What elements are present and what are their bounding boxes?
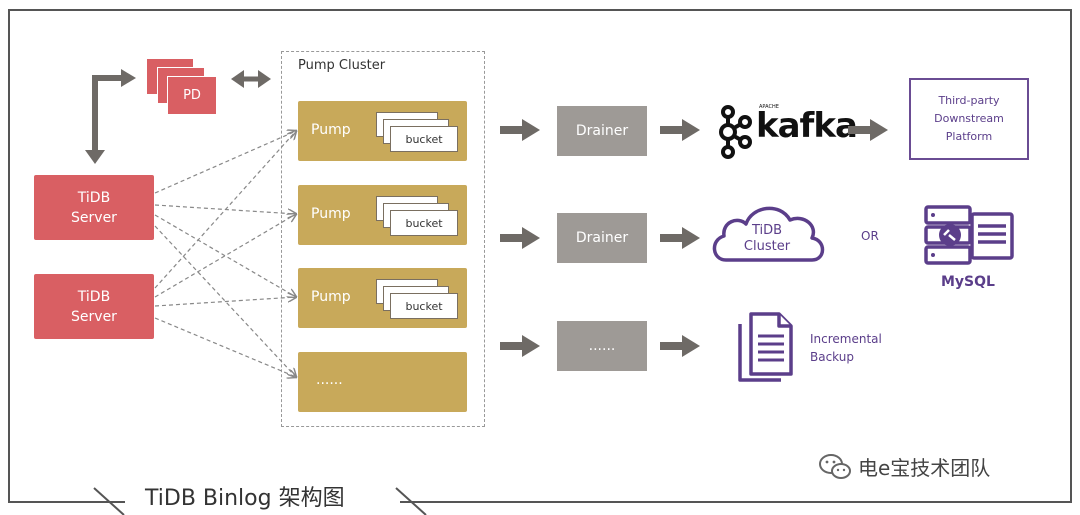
- flow-arrows: [500, 119, 888, 357]
- kafka-label: kafka: [756, 106, 858, 146]
- watermark-text: 电e宝技术团队: [858, 456, 991, 480]
- bucket-label: bucket: [390, 126, 458, 152]
- drainer-1: Drainer: [557, 106, 647, 156]
- tidb-cluster-label: TiDB Cluster: [743, 223, 791, 254]
- caption-notch-left: [93, 487, 125, 515]
- pump-label: Pump: [311, 122, 351, 138]
- drainer-3: ......: [557, 321, 647, 371]
- pump-3: Pump bucket: [298, 268, 467, 328]
- kafka-apache-label: APACHE: [759, 104, 779, 110]
- caption-notch-right: [395, 487, 427, 515]
- third-party-platform: Third-party Downstream Platform: [909, 78, 1029, 160]
- caption-gap: [125, 478, 400, 515]
- cloud-icon: [712, 206, 825, 262]
- arrow-kafka-platform: [848, 119, 888, 141]
- arrow-drainer-kafka: [660, 119, 700, 141]
- pump-ellipsis-label: ......: [316, 372, 343, 388]
- or-label: OR: [861, 229, 879, 243]
- pump-1: Pump bucket: [298, 101, 467, 161]
- mysql-server-icon: [924, 205, 1014, 265]
- pd-pump-arrow: [231, 70, 271, 88]
- wechat-icon: [819, 453, 851, 479]
- arrow-pump-drainer-1: [500, 119, 540, 141]
- pump-2: Pump bucket: [298, 185, 467, 245]
- pump-cluster: [281, 51, 485, 427]
- tidb-server-2: TiDB Server: [34, 274, 154, 339]
- pump-cluster-title: Pump Cluster: [298, 58, 386, 73]
- pd-box: PD: [167, 76, 217, 115]
- pump-label: Pump: [311, 206, 351, 222]
- pd-tidb-arrow: [85, 69, 136, 164]
- arrow-drainer-backup: [660, 335, 700, 357]
- tidb-pump-links: [154, 131, 296, 377]
- pump-ellipsis: ......: [298, 352, 467, 412]
- incremental-backup-label: Incremental Backup: [810, 332, 882, 364]
- arrow-pump-drainer-2: [500, 227, 540, 249]
- tidb-server-1: TiDB Server: [34, 175, 154, 240]
- arrow-pump-drainer-3: [500, 335, 540, 357]
- diagram-frame: [8, 9, 1072, 503]
- drainer-2: Drainer: [557, 213, 647, 263]
- diagram-caption: TiDB Binlog 架构图: [145, 486, 345, 511]
- watermark: 电e宝技术团队: [818, 452, 990, 481]
- bucket-label: bucket: [390, 293, 458, 319]
- kafka-logo-icon: [719, 105, 752, 159]
- bucket-label: bucket: [390, 210, 458, 236]
- pump-label: Pump: [311, 289, 351, 305]
- arrow-drainer-cluster: [660, 227, 700, 249]
- mysql-label: MySQL: [941, 274, 995, 290]
- document-stack-icon: [738, 312, 793, 382]
